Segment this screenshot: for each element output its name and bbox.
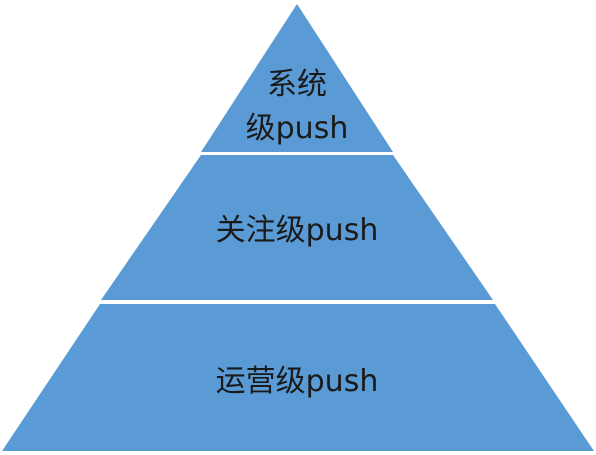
tier-bottom-label: 运营级push [216, 364, 379, 399]
pyramid-tier-middle [101, 155, 493, 300]
pyramid-tier-bottom [2, 304, 594, 451]
tier-top-label-line1: 系统 [267, 67, 327, 102]
tier-top-label-line2: 级push [246, 111, 349, 146]
pyramid-tier-top [201, 4, 393, 152]
tier-middle-label: 关注级push [216, 213, 379, 248]
